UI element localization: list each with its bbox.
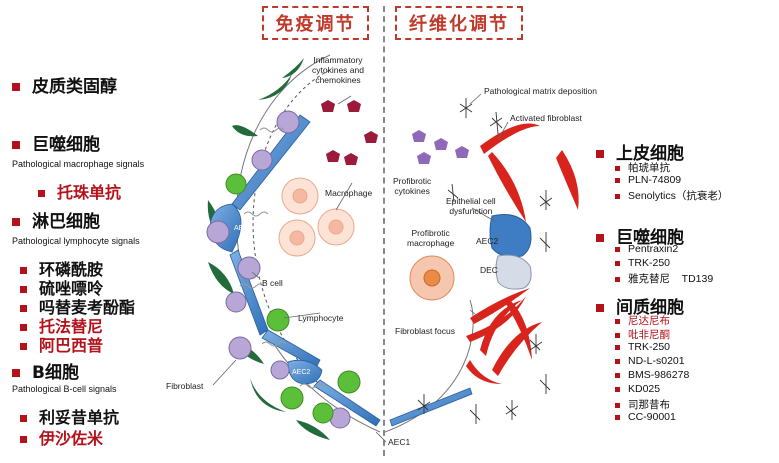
- inflammatory-cytokines: [321, 100, 378, 165]
- aec2-right-cell: [489, 214, 532, 258]
- dec-cell: [495, 254, 532, 290]
- label-fibroblast-focus: Fibroblast focus: [395, 326, 455, 336]
- label-aec2-left: AEC2: [234, 225, 253, 232]
- profibrotic-cytokines: [412, 130, 469, 164]
- drug-tocilizumab: 托珠单抗: [38, 179, 121, 203]
- label-activated-fibroblast: Activated fibroblast: [510, 113, 582, 123]
- epithelial-cell-heading: 上皮细胞: [596, 139, 684, 164]
- green-cells: [225, 173, 361, 424]
- matrix-fibers: [417, 98, 553, 424]
- drug-rituximab: 利妥昔单抗: [20, 404, 119, 428]
- lymphocyte-heading: 淋巴细胞: [12, 207, 100, 232]
- label-macrophage: Macrophage: [325, 188, 373, 198]
- macrophage-right-heading: 巨噬细胞: [596, 223, 684, 248]
- activated-fibroblasts: [466, 123, 579, 384]
- drug-sinaxib: 司那昔布: [615, 397, 670, 412]
- drug-nintedanib: 尼达尼布: [615, 313, 670, 328]
- chemokine-squiggles: [239, 127, 325, 389]
- drug-ixazomib: 伊沙佐米: [20, 425, 103, 449]
- drug-cc-90001: CC-90001: [615, 411, 676, 423]
- lymphocyte-signals-label: Pathological lymphocyte signals: [12, 236, 140, 246]
- drug-td139: 雅克替尼 TD139: [615, 271, 713, 286]
- immune-regulation-header: 免疫调节: [262, 6, 369, 40]
- alveolar-wall-arc-right: [384, 299, 474, 433]
- drug-bms-986278: BMS-986278: [615, 369, 689, 381]
- drug-abatacept: 阿巴西普: [20, 332, 103, 356]
- drug-tofacitinib: 托法替尼: [20, 313, 103, 337]
- b-cell: [237, 256, 261, 280]
- label-profibrotic-macrophage: Profibrotic macrophage: [407, 228, 455, 248]
- drug-trk-250-a: TRK-250: [615, 257, 670, 269]
- label-profibrotic-cytokines: Profibrotic cytokines: [393, 176, 432, 196]
- label-aec1: AEC1: [388, 437, 411, 447]
- leader-lines: [212, 93, 509, 443]
- fibroblast-strands: [207, 58, 330, 440]
- drug-cyclophosphamide: 环磷酰胺: [20, 256, 103, 280]
- drug-trk-250-b: TRK-250: [615, 341, 670, 353]
- label-inflammatory: Inflammatory cytokines and chemokines: [312, 55, 364, 85]
- label-bcell: B cell: [262, 278, 283, 288]
- label-dec: DEC: [480, 265, 498, 275]
- purple-cells: [206, 110, 351, 429]
- macrophage-signals-label: Pathological macrophage signals: [12, 159, 145, 169]
- drug-pln-74809: PLN-74809: [615, 174, 681, 186]
- drug-nd-l-s0201: ND-L-s0201: [615, 355, 685, 367]
- drug-pentraxin2: Pentraxin2: [615, 243, 678, 255]
- corticosteroids-heading: 皮质类固醇: [12, 72, 117, 97]
- label-fibroblast: Fibroblast: [166, 381, 204, 391]
- label-aec2-bottom: AEC2: [292, 369, 311, 376]
- drug-azathioprine: 硫唑嘌呤: [20, 275, 103, 299]
- profibrotic-macrophage-nucleus: [423, 269, 441, 287]
- fibrosis-regulation-header: 纤维化调节: [395, 6, 523, 40]
- drug-pirfenidone: 吡非尼酮: [615, 327, 670, 342]
- drug-mycophenolate: 吗替麦考酚酯: [20, 294, 135, 318]
- label-matrix: Pathological matrix deposition: [484, 86, 597, 96]
- drug-bexotegrast: 帕琥单抗: [615, 160, 670, 175]
- interstitial-cell-heading: 间质细胞: [596, 293, 684, 318]
- bcell-signals-label: Pathological B-cell signals: [12, 384, 117, 394]
- label-epithelial: Epithelial cell dysfunction: [446, 196, 496, 216]
- drug-senolytics: Senolytics（抗衰老）: [615, 188, 728, 203]
- bcell-heading: B细胞: [12, 358, 79, 383]
- center-divider: [383, 6, 385, 456]
- drug-kd025: KD025: [615, 383, 660, 395]
- label-lymphocyte: Lymphocyte: [298, 313, 344, 323]
- label-aec2-right: AEC2: [476, 236, 499, 246]
- macrophage-heading: 巨噬细胞: [12, 130, 100, 155]
- macrophages: [278, 177, 355, 257]
